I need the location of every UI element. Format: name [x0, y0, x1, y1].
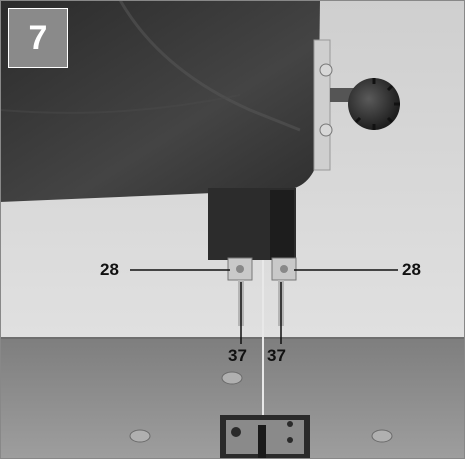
side-plate: [313, 39, 331, 171]
figure-number: 7: [28, 18, 48, 57]
tension-knob: [348, 78, 400, 130]
table-bolt: [221, 371, 243, 385]
callout-37-left: 37: [228, 346, 247, 365]
upper-arm-housing: [0, 0, 320, 202]
callout-28-left: 28: [100, 260, 119, 279]
table-bolt: [129, 429, 151, 443]
table-bolt: [371, 429, 393, 443]
callout-37-right: 37: [267, 346, 286, 365]
callout-28-right: 28: [402, 260, 421, 279]
figure-number-badge: 7: [8, 8, 68, 68]
